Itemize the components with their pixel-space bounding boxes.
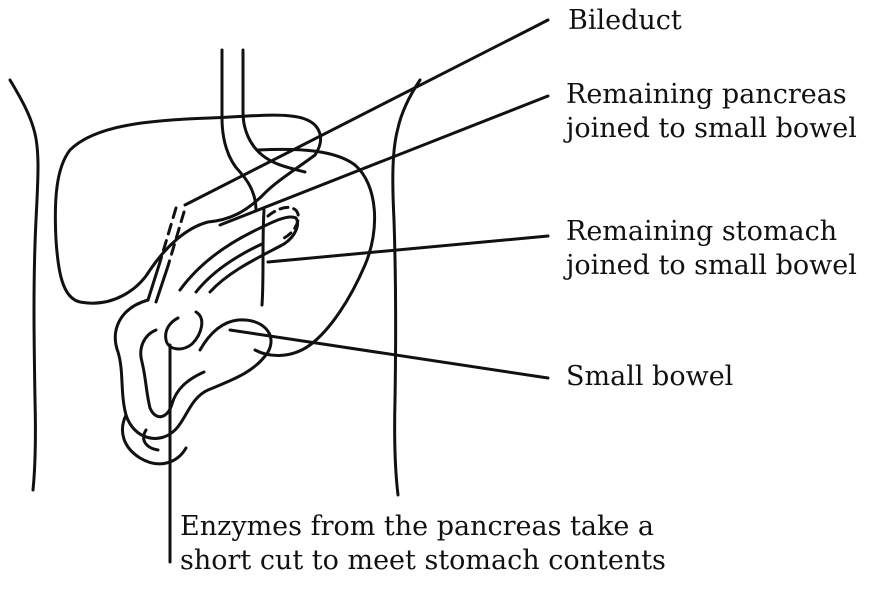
small-bowel-loop xyxy=(166,312,202,349)
small-bowel-tail-inner xyxy=(144,430,158,450)
esophagus xyxy=(222,50,256,210)
label-stomach-line-1: Remaining stomach xyxy=(566,215,857,249)
torso-left-outline xyxy=(10,80,38,490)
torso-right-outline xyxy=(393,80,420,495)
label-pancreas-line-1: Remaining pancreas xyxy=(566,78,857,112)
esophagus-right-wall xyxy=(243,50,305,172)
label-pancreas-line-2: joined to small bowel xyxy=(566,112,857,146)
label-small-bowel: Small bowel xyxy=(566,360,733,394)
label-small-bowel-text: Small bowel xyxy=(566,360,733,394)
stomach-inner-wall xyxy=(262,210,264,305)
label-bileduct: Bileduct xyxy=(568,4,682,38)
pancreas-inner xyxy=(196,244,262,292)
label-enzymes-line-2: short cut to meet stomach contents xyxy=(180,544,666,578)
label-enzymes-line-1: Enzymes from the pancreas take a xyxy=(180,510,666,544)
leader-stomach xyxy=(268,236,548,262)
label-remaining-stomach: Remaining stomach joined to small bowel xyxy=(566,215,857,283)
label-stomach-line-2: joined to small bowel xyxy=(566,249,857,283)
label-remaining-pancreas: Remaining pancreas joined to small bowel xyxy=(566,78,857,146)
label-bileduct-text: Bileduct xyxy=(568,4,682,38)
label-enzymes: Enzymes from the pancreas take a short c… xyxy=(180,510,666,578)
small-bowel xyxy=(115,300,271,438)
